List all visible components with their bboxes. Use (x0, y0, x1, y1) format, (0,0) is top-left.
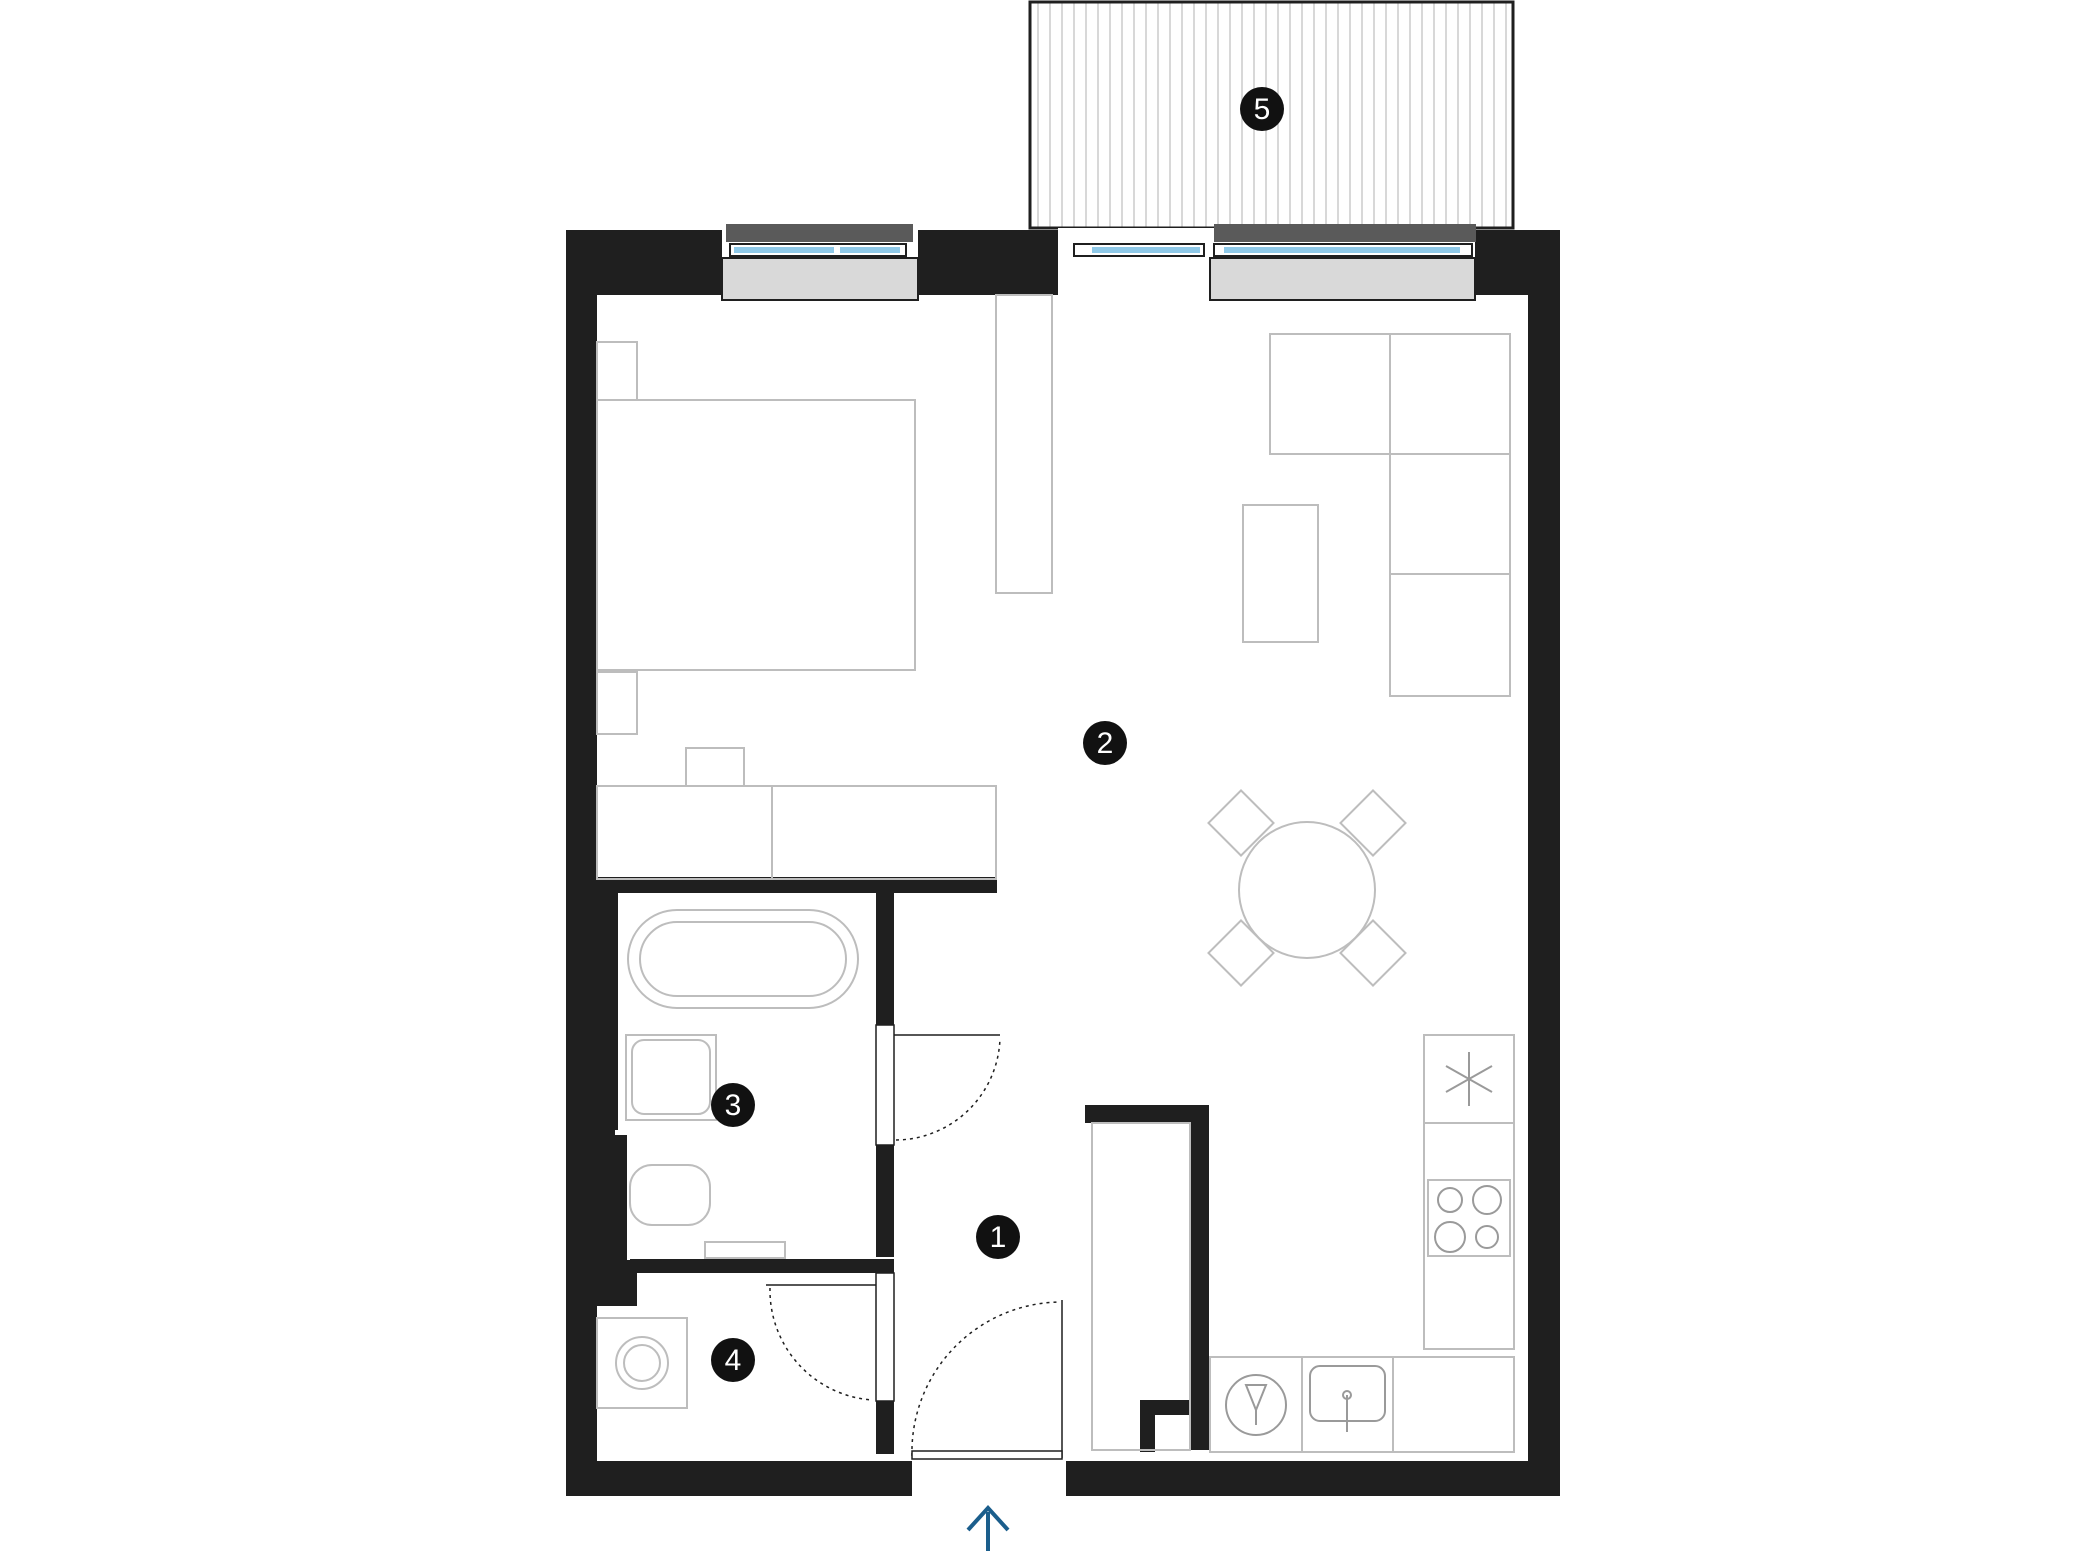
dining-table (1238, 821, 1376, 959)
sideboard (771, 785, 997, 880)
sink-icon (1309, 1365, 1386, 1432)
washing-machine (596, 1317, 688, 1409)
room-number-balcony: 5 (1254, 93, 1271, 126)
arrow-up-icon (966, 1505, 1010, 1551)
hob-unit (1427, 1179, 1511, 1257)
bed (596, 399, 916, 671)
room-marker-utility: 4 (711, 1338, 755, 1382)
chair-se (1339, 919, 1407, 987)
nightstand-top (596, 341, 638, 401)
furniture (596, 294, 1515, 1453)
counter (1423, 1122, 1515, 1350)
window-right (1209, 224, 1476, 301)
desk-chair (685, 747, 745, 787)
nightstand-bottom (596, 671, 638, 735)
room-number-utility: 4 (725, 1344, 742, 1377)
room-number-hall: 1 (990, 1221, 1007, 1254)
toilet (629, 1164, 711, 1226)
shelf (995, 294, 1053, 594)
room-marker-balcony: 5 (1240, 87, 1284, 131)
dishwasher-icon (1225, 1374, 1287, 1436)
room-marker-hall: 1 (976, 1215, 1020, 1259)
coffee-table (1242, 504, 1319, 643)
room-number-bathroom: 3 (725, 1089, 742, 1122)
cooktop-icon (1434, 1185, 1502, 1253)
sofa-seat-4 (1389, 573, 1511, 697)
window-left (721, 224, 919, 301)
room-marker-bathroom: 3 (711, 1083, 755, 1127)
exterior-walls (566, 230, 1560, 1496)
room-number-living: 2 (1097, 727, 1114, 760)
chair-nw (1207, 789, 1275, 857)
kitchen-base (1209, 1356, 1515, 1453)
chair-sw (1207, 919, 1275, 987)
wardrobe (1091, 1122, 1191, 1451)
washbasin (625, 1034, 717, 1121)
balcony-door[interactable] (1058, 228, 1218, 298)
room-marker-living: 2 (1083, 721, 1127, 765)
doors[interactable] (766, 1024, 1063, 1460)
chair-ne (1339, 789, 1407, 857)
bathtub (627, 909, 859, 1009)
snowflake-icon (1445, 1052, 1493, 1106)
